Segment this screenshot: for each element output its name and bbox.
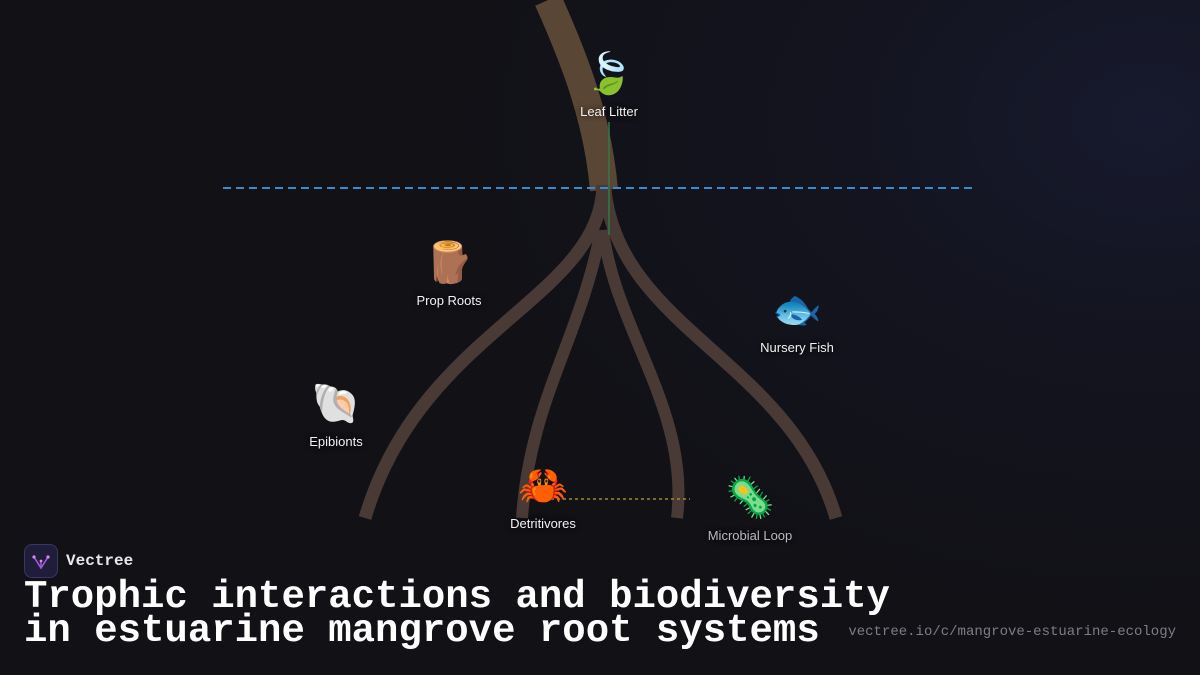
source-url[interactable]: vectree.io/c/mangrove-estuarine-ecology xyxy=(848,624,1176,640)
root-branch-right xyxy=(598,189,843,520)
root-branch-left xyxy=(358,184,610,520)
leaf-icon: 🍃 xyxy=(584,52,634,96)
log-icon: 🪵 xyxy=(424,241,474,285)
node-epibionts[interactable]: 🐚 Epibionts xyxy=(309,380,362,449)
shell-icon: 🐚 xyxy=(311,382,361,426)
node-label: Leaf Litter xyxy=(580,104,638,119)
node-nursery-fish[interactable]: 🐟 Nursery Fish xyxy=(760,286,834,355)
node-leaf-litter[interactable]: 🍃 Leaf Litter xyxy=(580,50,638,119)
node-prop-roots[interactable]: 🪵 Prop Roots xyxy=(416,239,481,308)
node-microbial-loop[interactable]: 🦠 Microbial Loop xyxy=(708,474,793,543)
microbe-icon: 🦠 xyxy=(725,476,775,520)
node-label: Nursery Fish xyxy=(760,340,834,355)
node-detritivores[interactable]: 🦀 Detritivores xyxy=(510,462,576,531)
root-branch-center-right xyxy=(597,229,685,519)
mangrove-trunk xyxy=(535,0,618,192)
node-label: Microbial Loop xyxy=(707,528,793,543)
crab-icon: 🦀 xyxy=(518,464,568,508)
title-line-1: Trophic interactions and biodiversity xyxy=(24,575,890,619)
page-title: Trophic interactions and biodiversity in… xyxy=(24,575,890,653)
brand-name: Vectree xyxy=(66,552,134,570)
vectree-logo-icon xyxy=(24,544,58,578)
node-label: Epibionts xyxy=(309,434,363,449)
node-label: Prop Roots xyxy=(416,293,482,308)
node-label: Detritivores xyxy=(510,516,576,531)
title-line-2: in estuarine mangrove root systems xyxy=(24,609,820,653)
root-branch-center-left xyxy=(516,228,607,519)
fish-icon: 🐟 xyxy=(772,288,822,332)
brand: Vectree xyxy=(24,544,133,578)
